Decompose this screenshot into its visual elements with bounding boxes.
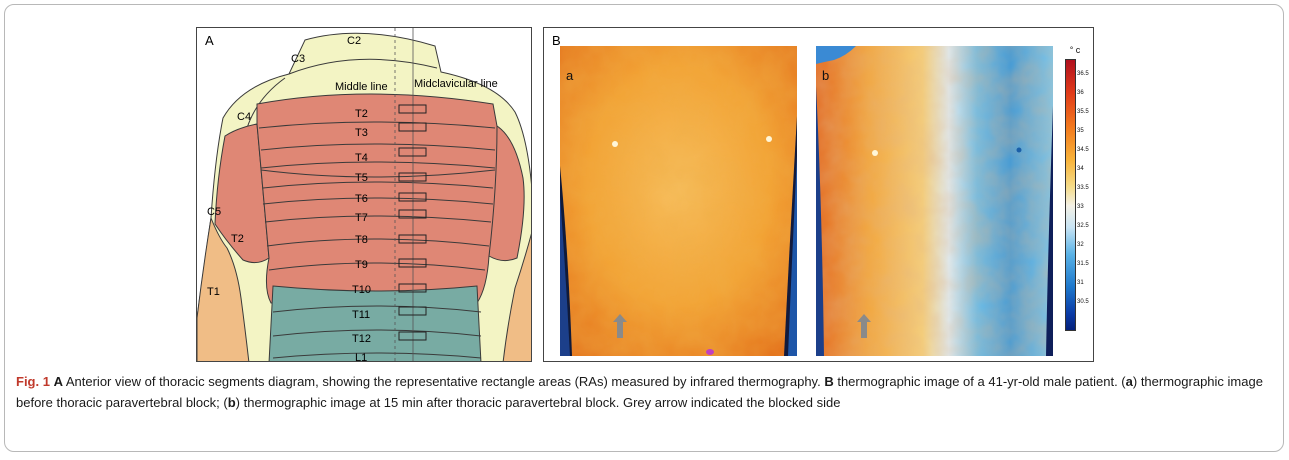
figure-caption: Fig. 1 A Anterior view of thoracic segme…	[16, 371, 1272, 413]
caption-bold-A: A	[54, 374, 63, 389]
label-c3: C3	[291, 53, 305, 65]
label-t3: T3	[355, 127, 368, 139]
colorbar-tick: 35.5	[1077, 109, 1089, 115]
colorbar-tick: 33.5	[1077, 185, 1089, 191]
thoracic-segments-diagram: Middle line Midclavicular line C2 C3 C4 …	[197, 28, 532, 362]
label-c5: C5	[207, 206, 221, 218]
label-t7: T7	[355, 212, 368, 224]
colorbar-tick: 31	[1077, 280, 1084, 286]
lower-zone	[269, 286, 481, 362]
label-c2: C2	[347, 35, 361, 47]
caption-bold-B: B	[824, 374, 833, 389]
caption-text-4: ) thermographic image at 15 min after th…	[236, 395, 841, 410]
colorbar-tick: 32.5	[1077, 223, 1089, 229]
label-arm-t1: T1	[207, 286, 220, 298]
midclavicular-line-label: Midclavicular line	[414, 78, 498, 90]
colorbar-tick: 31.5	[1077, 261, 1089, 267]
image-b-letter: b	[822, 68, 829, 83]
colorbar-tick: 33	[1077, 204, 1084, 210]
label-t4: T4	[355, 152, 368, 164]
colorbar-tick: 36.5	[1077, 71, 1089, 77]
caption-text-2: thermographic image of a 41-yr-old male …	[834, 374, 1126, 389]
colorbar-ticks: 36.5 36 35.5 35 34.5 34 33.5 33 32.5 32 …	[1075, 59, 1089, 331]
colorbar-tick: 30.5	[1077, 299, 1089, 305]
label-t6: T6	[355, 193, 368, 205]
caption-bold-a: a	[1126, 374, 1133, 389]
label-t5: T5	[355, 172, 368, 184]
label-arm-t2: T2	[231, 233, 244, 245]
label-t2: T2	[355, 108, 368, 120]
label-t11: T11	[352, 309, 370, 321]
panel-a-letter: A	[205, 33, 214, 48]
colorbar-tick: 34.5	[1077, 147, 1089, 153]
middle-line-label: Middle line	[335, 81, 388, 93]
image-a-letter: a	[566, 68, 573, 83]
label-t9: T9	[355, 259, 368, 271]
colorbar-tick: 32	[1077, 242, 1084, 248]
label-l1: L1	[355, 352, 367, 362]
panel-a-diagram: A	[196, 27, 532, 362]
colorbar-tick: 35	[1077, 128, 1084, 134]
temperature-color-scale: ° c 36.5 36 35.5 35 34.5 34 33.5 33 32.5…	[1061, 47, 1089, 331]
panel-b-thermography: B a	[543, 27, 1094, 362]
colorbar-unit: ° c	[1061, 45, 1089, 55]
caption-text-1: Anterior view of thoracic segments diagr…	[63, 374, 824, 389]
label-c4: C4	[237, 111, 251, 123]
colorbar-tick: 36	[1077, 90, 1084, 96]
label-t8: T8	[355, 234, 368, 246]
label-t10: T10	[352, 284, 371, 296]
caption-bold-b: b	[228, 395, 236, 410]
figure-label: Fig. 1	[16, 374, 50, 389]
thermogram-after: b	[816, 46, 1053, 356]
colorbar-tick: 34	[1077, 166, 1084, 172]
label-t12: T12	[352, 333, 371, 345]
thermogram-before: a	[560, 46, 797, 356]
